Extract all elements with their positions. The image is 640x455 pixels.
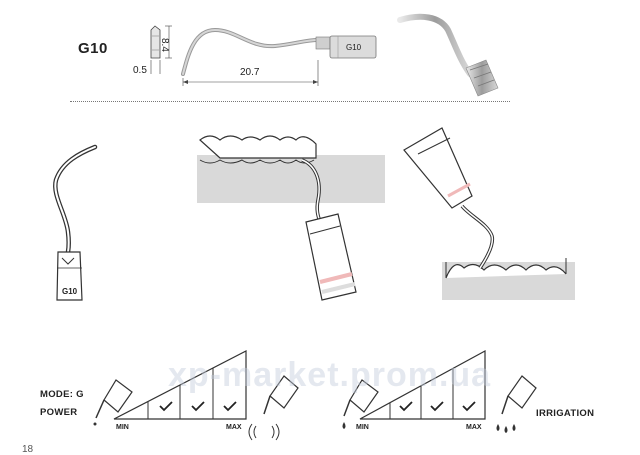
section-divider: [70, 101, 510, 102]
irrigation-check-1: [399, 401, 413, 412]
irrigation-check-3: [462, 401, 476, 412]
tip-dimension-drawing: [150, 25, 377, 86]
irrigation-min-label: MIN: [356, 424, 369, 431]
irrigation-max-label: MAX: [466, 424, 482, 431]
power-label: POWER: [40, 407, 78, 418]
dim-length: 20.7: [240, 67, 260, 78]
power-check-2: [191, 401, 205, 412]
tip-render: [397, 13, 499, 97]
power-max-label: MAX: [226, 424, 242, 431]
model-code: G10: [78, 40, 108, 57]
power-min-label: MIN: [116, 424, 129, 431]
irrigation-check-2: [430, 401, 444, 412]
mode-label: MODE: G: [40, 389, 84, 400]
page-number: 18: [22, 444, 34, 455]
power-check-3: [223, 401, 237, 412]
tip-illustration-label: G10: [62, 287, 78, 296]
tip-marking: G10: [346, 43, 362, 52]
irrigation-label: IRRIGATION: [536, 408, 595, 419]
dim-thickness: 0.5: [133, 65, 147, 76]
power-check-1: [159, 401, 173, 412]
